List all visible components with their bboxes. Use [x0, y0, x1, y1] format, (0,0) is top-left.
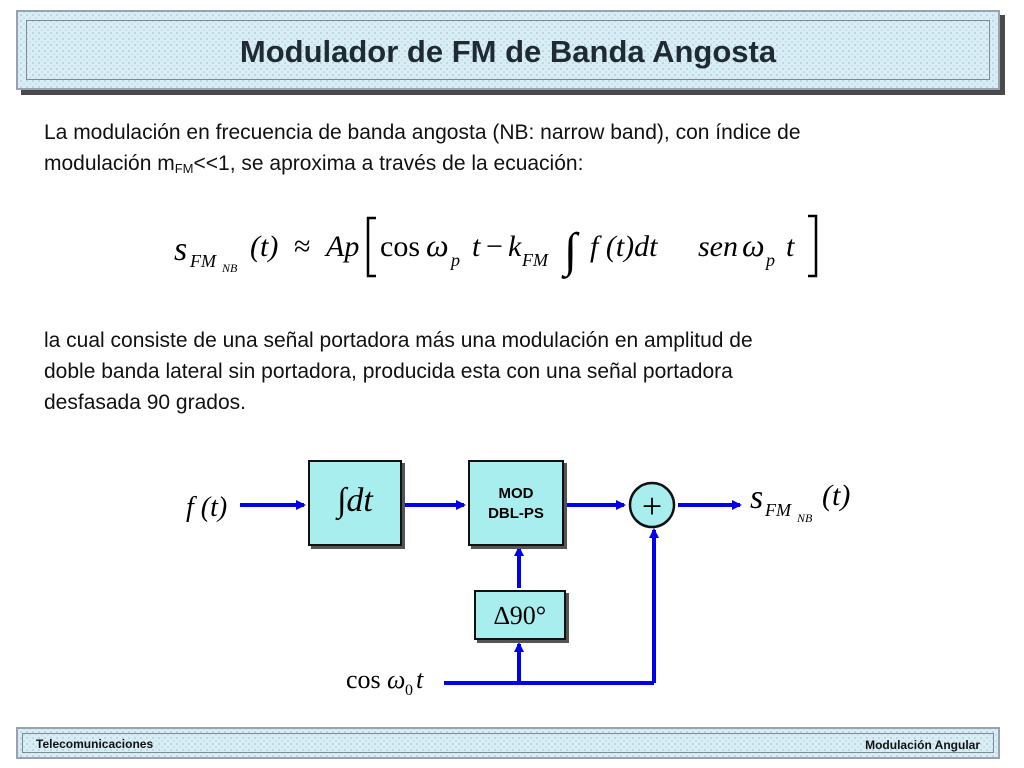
- footer-inner-border: [22, 733, 994, 753]
- explanation-line-1: la cual consiste de una señal portadora …: [44, 329, 753, 352]
- explanation-line-2: doble banda lateral sin portadora, produ…: [44, 360, 733, 383]
- title-banner: Modulador de FM de Banda Angosta: [16, 10, 1000, 90]
- footer-bar: Telecomunicaciones Modulación Angular: [16, 727, 1000, 759]
- intro-line-1: La modulación en frecuencia de banda ang…: [44, 121, 801, 144]
- output-s: s: [750, 479, 763, 516]
- eq-omega-p: ω: [426, 227, 449, 263]
- equation-svg: s FM NB (t) ≈ Ap cos ω p t − k FM ∫ f (t…: [174, 214, 818, 279]
- eq-cos: cos: [380, 230, 420, 263]
- eq-right-bracket: [808, 214, 818, 278]
- mod-label-line-2: DBL-PS: [488, 505, 544, 522]
- phase-label: ∆90°: [493, 601, 547, 630]
- integrator-block: ∫dt: [308, 460, 402, 546]
- intro-line-2: modulación mFM<<1, se aproxima a través …: [44, 148, 974, 184]
- explanation-paragraph: la cual consiste de una señal portadora …: [44, 325, 974, 418]
- integrator-label: ∫dt: [337, 482, 373, 519]
- eq-p2-sub: p: [764, 250, 775, 270]
- eq-nb-sub: NB: [221, 261, 238, 275]
- intro-paragraph: La modulación en frecuencia de banda ang…: [44, 117, 974, 184]
- eq-f-dt: f (t)dt: [590, 230, 658, 263]
- phase-shift-block: ∆90°: [474, 590, 566, 640]
- output-fm-sub: FM: [764, 500, 792, 520]
- eq-s: s: [174, 231, 187, 268]
- eq-omega-p2: ω: [742, 227, 765, 263]
- explanation-line-3: desfasada 90 grados.: [44, 391, 246, 414]
- eq-t-arg: (t): [250, 230, 278, 263]
- mod-dbl-ps-block: MOD DBL-PS: [468, 460, 564, 546]
- carrier-sub: 0: [405, 682, 413, 699]
- slide-title: Modulador de FM de Banda Angosta: [239, 34, 777, 69]
- mod-label-line-1: MOD: [498, 485, 534, 502]
- carrier-omega: ω: [387, 665, 405, 694]
- eq-approx: ≈: [294, 230, 310, 263]
- adder-symbol: +: [642, 486, 662, 526]
- intro-line-2-pre: modulación m: [44, 152, 175, 175]
- output-t-arg: (t): [822, 479, 850, 512]
- eq-k: k: [508, 230, 522, 263]
- input-label: f (t): [186, 492, 227, 523]
- intro-line-2-post: <<1, se aproxima a través de la ecuación…: [193, 152, 584, 175]
- footer-topic: Modulación Angular: [865, 738, 980, 752]
- eq-p-sub: p: [449, 250, 460, 270]
- eq-kfm-sub: FM: [521, 250, 549, 270]
- title-banner-inner-border: [26, 20, 990, 80]
- eq-fm-sub: FM: [189, 251, 217, 271]
- eq-minus: −: [486, 230, 503, 263]
- carrier-cos: cos: [346, 665, 381, 694]
- output-nb-sub: NB: [796, 511, 813, 525]
- eq-integral: ∫: [561, 224, 580, 279]
- adder-circle: [628, 481, 676, 529]
- carrier-t: t: [416, 665, 424, 694]
- intro-line-2-sub: FM: [174, 161, 194, 176]
- eq-t2: t: [786, 230, 795, 263]
- eq-left-bracket: [366, 216, 376, 278]
- fm-nb-equation: s FM NB (t) ≈ Ap cos ω p t − k FM ∫ f (t…: [170, 212, 850, 282]
- footer-course: Telecomunicaciones: [36, 737, 154, 751]
- eq-t: t: [472, 230, 481, 263]
- eq-ap: Ap: [324, 230, 359, 263]
- eq-sen: sen: [698, 230, 738, 263]
